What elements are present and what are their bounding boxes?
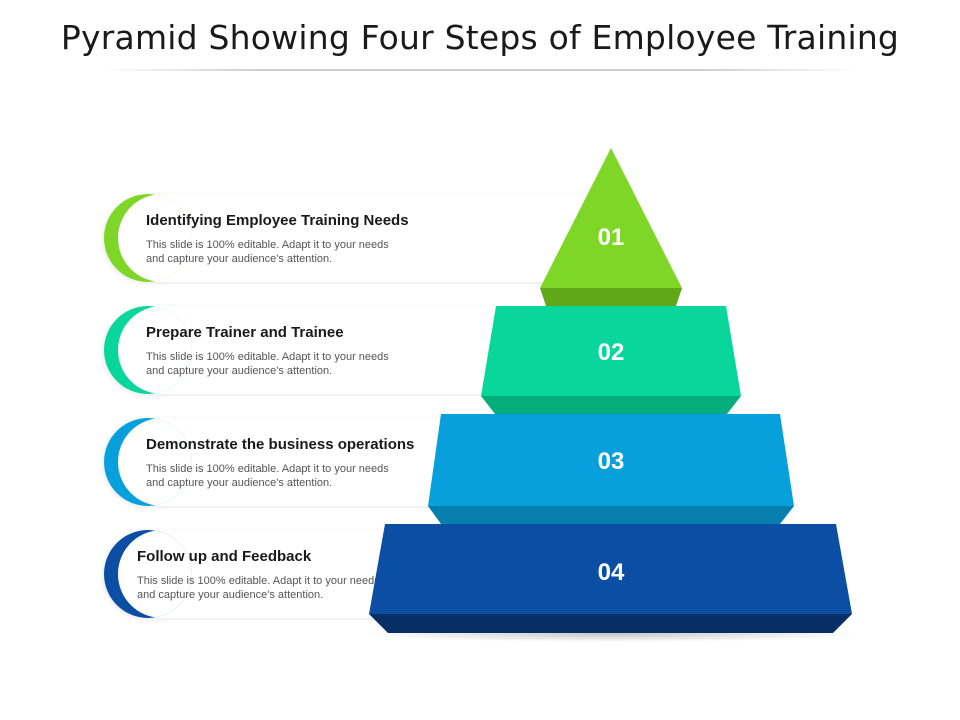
title-divider (100, 69, 860, 71)
step-1-heading: Identifying Employee Training Needs (146, 212, 409, 229)
step-card-1: Identifying Employee Training Needs This… (104, 194, 604, 282)
tier-3 (428, 414, 794, 506)
step-card-1-arc (104, 194, 192, 282)
tier-1-number: 01 (598, 224, 625, 251)
step-2-heading: Prepare Trainer and Trainee (146, 324, 344, 341)
step-1-description: This slide is 100% editable. Adapt it to… (146, 239, 389, 265)
step-card-4-arc (104, 530, 192, 618)
step-card-2-arc (104, 306, 192, 394)
tier-4-number: 04 (598, 559, 625, 586)
tier-3-edge (428, 506, 794, 524)
step-3-heading: Demonstrate the business operations (146, 436, 415, 453)
tier-2 (481, 306, 741, 396)
page-title: Pyramid Showing Four Steps of Employee T… (60, 18, 900, 57)
tier-1-edge (540, 288, 682, 306)
step-2-description: This slide is 100% editable. Adapt it to… (146, 351, 389, 377)
step-card-3-arc (104, 418, 192, 506)
tier-3-number: 03 (598, 448, 625, 475)
tier-1 (540, 148, 682, 288)
tier-2-number: 02 (598, 339, 625, 366)
step-4-heading: Follow up and Feedback (137, 548, 312, 565)
tier-4-edge (369, 614, 852, 633)
tier-2-edge (481, 396, 741, 414)
step-3-description: This slide is 100% editable. Adapt it to… (146, 463, 389, 489)
step-4-description: This slide is 100% editable. Adapt it to… (137, 575, 380, 601)
tier-4 (369, 524, 852, 614)
